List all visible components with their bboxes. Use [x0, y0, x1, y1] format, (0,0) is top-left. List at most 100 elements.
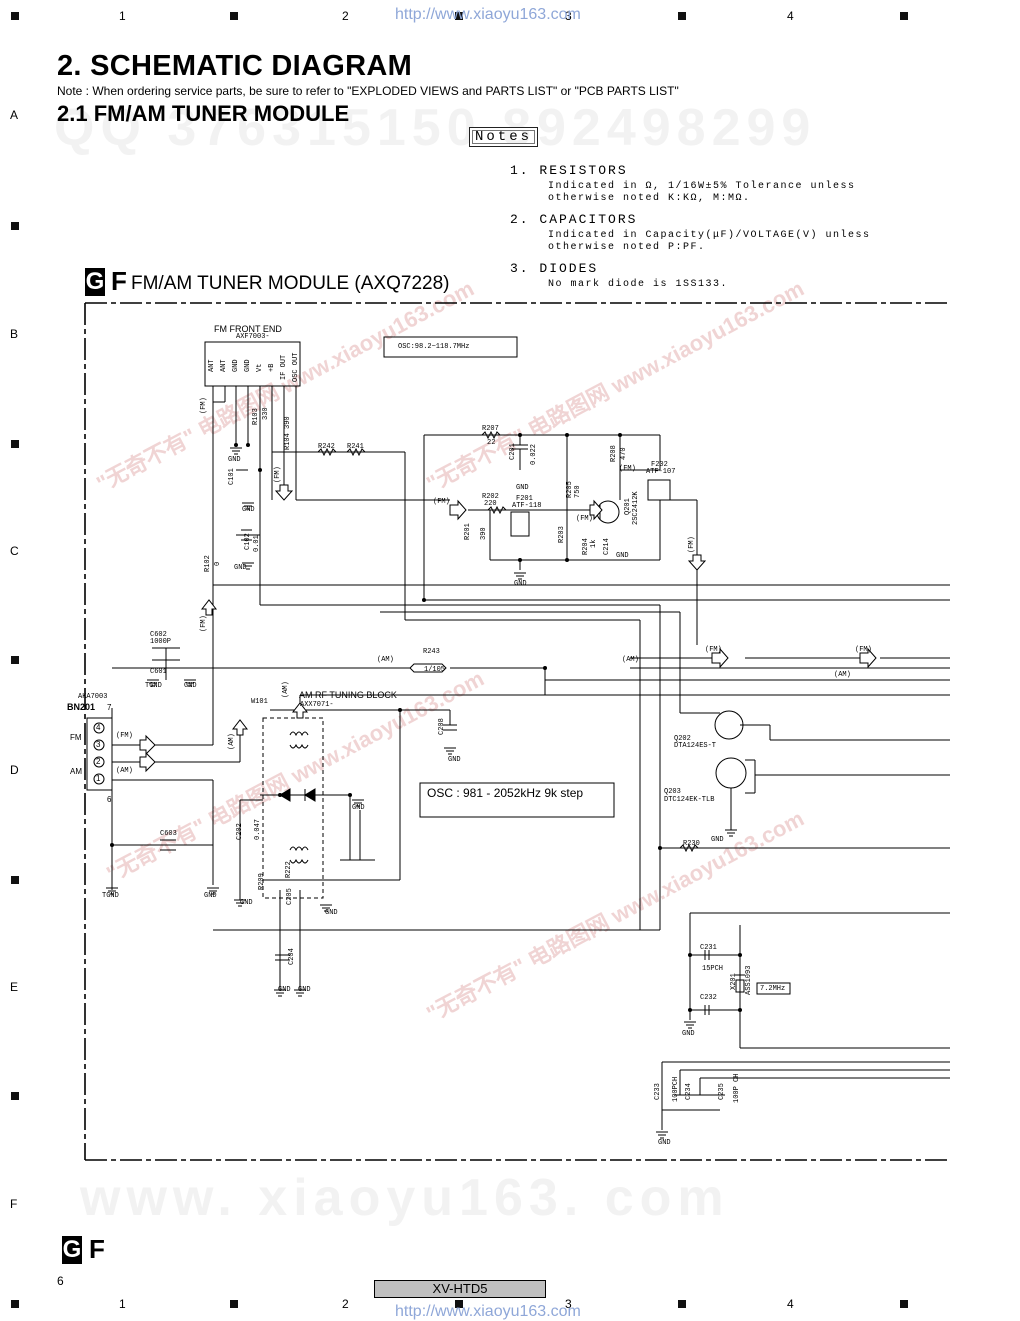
component-label: 0.01 — [253, 535, 261, 552]
ruler-mark — [11, 440, 19, 448]
fm-pin-label: IF OUT — [280, 354, 288, 380]
footer-code-f: F — [89, 1234, 105, 1264]
component-label: R204 — [582, 538, 590, 555]
component-label: C231 — [700, 944, 717, 952]
gnd-label: GND — [184, 682, 197, 690]
ruler-mark — [455, 12, 463, 20]
component-label: R222 — [285, 861, 293, 878]
component-label: C201 — [509, 443, 517, 460]
component-label: R207 — [482, 425, 499, 433]
fm-signal-label: (FM) — [855, 646, 872, 654]
gnd-label: GND — [242, 506, 255, 514]
module-title: FM/AM TUNER MODULE (AXQ7228) — [131, 273, 450, 294]
component-label: C205 — [286, 888, 294, 905]
gnd-label: GND — [448, 756, 461, 764]
component-label: DTC124EK-TLB — [664, 796, 715, 804]
component-label: R208 — [610, 445, 618, 462]
fm-pin-label: ANT — [208, 359, 216, 372]
component-label: R205 — [566, 481, 574, 498]
notes-resistors-line: otherwise noted K:KΩ, M:MΩ. — [548, 193, 751, 204]
connector-ref: BN201 — [67, 702, 96, 712]
ruler-mark — [900, 1300, 908, 1308]
am-signal-label: (AM) — [834, 671, 851, 679]
ruler-mark — [678, 12, 686, 20]
connector-pin: 2 — [96, 757, 101, 766]
component-label: R202 — [482, 493, 499, 501]
component-label: 0.047 — [254, 818, 262, 840]
watermark-bg-site: www. xiaoyu163. com — [80, 1169, 730, 1227]
fm-pin-label: OSC OUT — [292, 352, 300, 382]
fm-pin-label: Vt — [256, 363, 264, 372]
footer-code-g: G — [62, 1236, 82, 1264]
component-label: 390 — [480, 527, 488, 540]
component-label: 15PCH — [702, 965, 724, 973]
component-label: R104 390 — [284, 416, 292, 450]
fm-front-end-part: AXF7003- — [236, 333, 270, 341]
notes-diodes-line: No mark diode is 1SS133. — [548, 279, 729, 290]
ruler-mark — [678, 1300, 686, 1308]
component-label: DTA124ES-T — [674, 742, 717, 750]
connector-pin-bottom: 6 — [107, 795, 112, 804]
gnd-label: GND — [228, 456, 241, 464]
gnd-label: GND — [278, 986, 291, 994]
ruler-mark — [11, 1300, 19, 1308]
connector-am-label: AM — [70, 767, 82, 776]
component-label: R201 — [464, 523, 472, 540]
notes-resistors-heading: 1. RESISTORS — [510, 163, 628, 178]
gnd-label: GND — [682, 1030, 695, 1038]
am-signal-label: (AM) — [377, 656, 394, 664]
ruler-row-f: F — [10, 1197, 18, 1211]
component-label: 750 — [574, 485, 582, 498]
component-label: 0 — [214, 561, 222, 566]
ruler-col-4-bottom: 4 — [787, 1297, 794, 1311]
component-label: C234 — [685, 1083, 693, 1100]
ruler-mark — [11, 656, 19, 664]
ruler-mark — [455, 1300, 463, 1308]
ruler-mark — [11, 1092, 19, 1100]
connector-pin: 1 — [96, 774, 101, 783]
notes-diodes-heading: 3. DIODES — [510, 261, 599, 276]
component-label: C101 — [228, 468, 236, 485]
component-label: 100P CH — [733, 1073, 741, 1103]
notes-capacitors-line: otherwise noted P:PF. — [548, 242, 706, 253]
gnd-label: GND — [234, 564, 247, 572]
component-label: C102 — [244, 533, 252, 550]
fm-signal-label: (FM) — [619, 465, 636, 473]
watermark-bg-qq: QQ 376315150 892498299 — [54, 99, 817, 157]
component-label: C235 — [718, 1083, 726, 1100]
ruler-col-2: 2 — [342, 9, 349, 23]
fm-signal-label: (FM) — [576, 515, 593, 523]
fm-pin-label: +B — [268, 363, 276, 372]
fm-pin-label: ANT — [220, 359, 228, 372]
component-label: 7.2MHz — [760, 985, 786, 993]
component-label: R230 — [683, 840, 700, 848]
page-number: 6 — [57, 1274, 64, 1288]
component-label: C208 — [438, 718, 446, 735]
tgnd-label: TGND — [145, 682, 162, 690]
component-label: X201 — [730, 973, 738, 990]
notes-resistors-line: Indicated in Ω, 1/16W±5% Tolerance unles… — [548, 181, 856, 192]
connector-pin-top: 7 — [107, 703, 112, 712]
ruler-row-b: B — [10, 327, 19, 341]
component-label: R203 — [558, 526, 566, 543]
ruler-row-e: E — [10, 980, 19, 994]
fm-signal-label: (FM) — [116, 732, 133, 740]
component-label: C214 — [603, 538, 611, 555]
ordering-note: Note : When ordering service parts, be s… — [57, 84, 679, 98]
ruler-mark — [900, 12, 908, 20]
ruler-mark — [230, 12, 238, 20]
component-label: C232 — [700, 994, 717, 1002]
ruler-mark — [11, 876, 19, 884]
ruler-col-1-bottom: 1 — [119, 1297, 126, 1311]
ruler-row-c: C — [10, 544, 19, 558]
model-number: XV-HTD5 — [374, 1280, 546, 1298]
ruler-col-1: 1 — [119, 9, 126, 23]
gnd-label: GND — [711, 836, 724, 844]
ruler-col-4: 4 — [787, 9, 794, 23]
component-label: R102 — [204, 555, 212, 572]
osc-fm-label: OSC:98.2~118.7MHz — [398, 343, 470, 351]
component-label: 100PCH — [672, 1076, 680, 1102]
tgnd-label: TGND — [102, 892, 119, 900]
ruler-col-3: 3 — [565, 9, 572, 23]
fm-front-end-label: FM FRONT END — [214, 324, 282, 334]
